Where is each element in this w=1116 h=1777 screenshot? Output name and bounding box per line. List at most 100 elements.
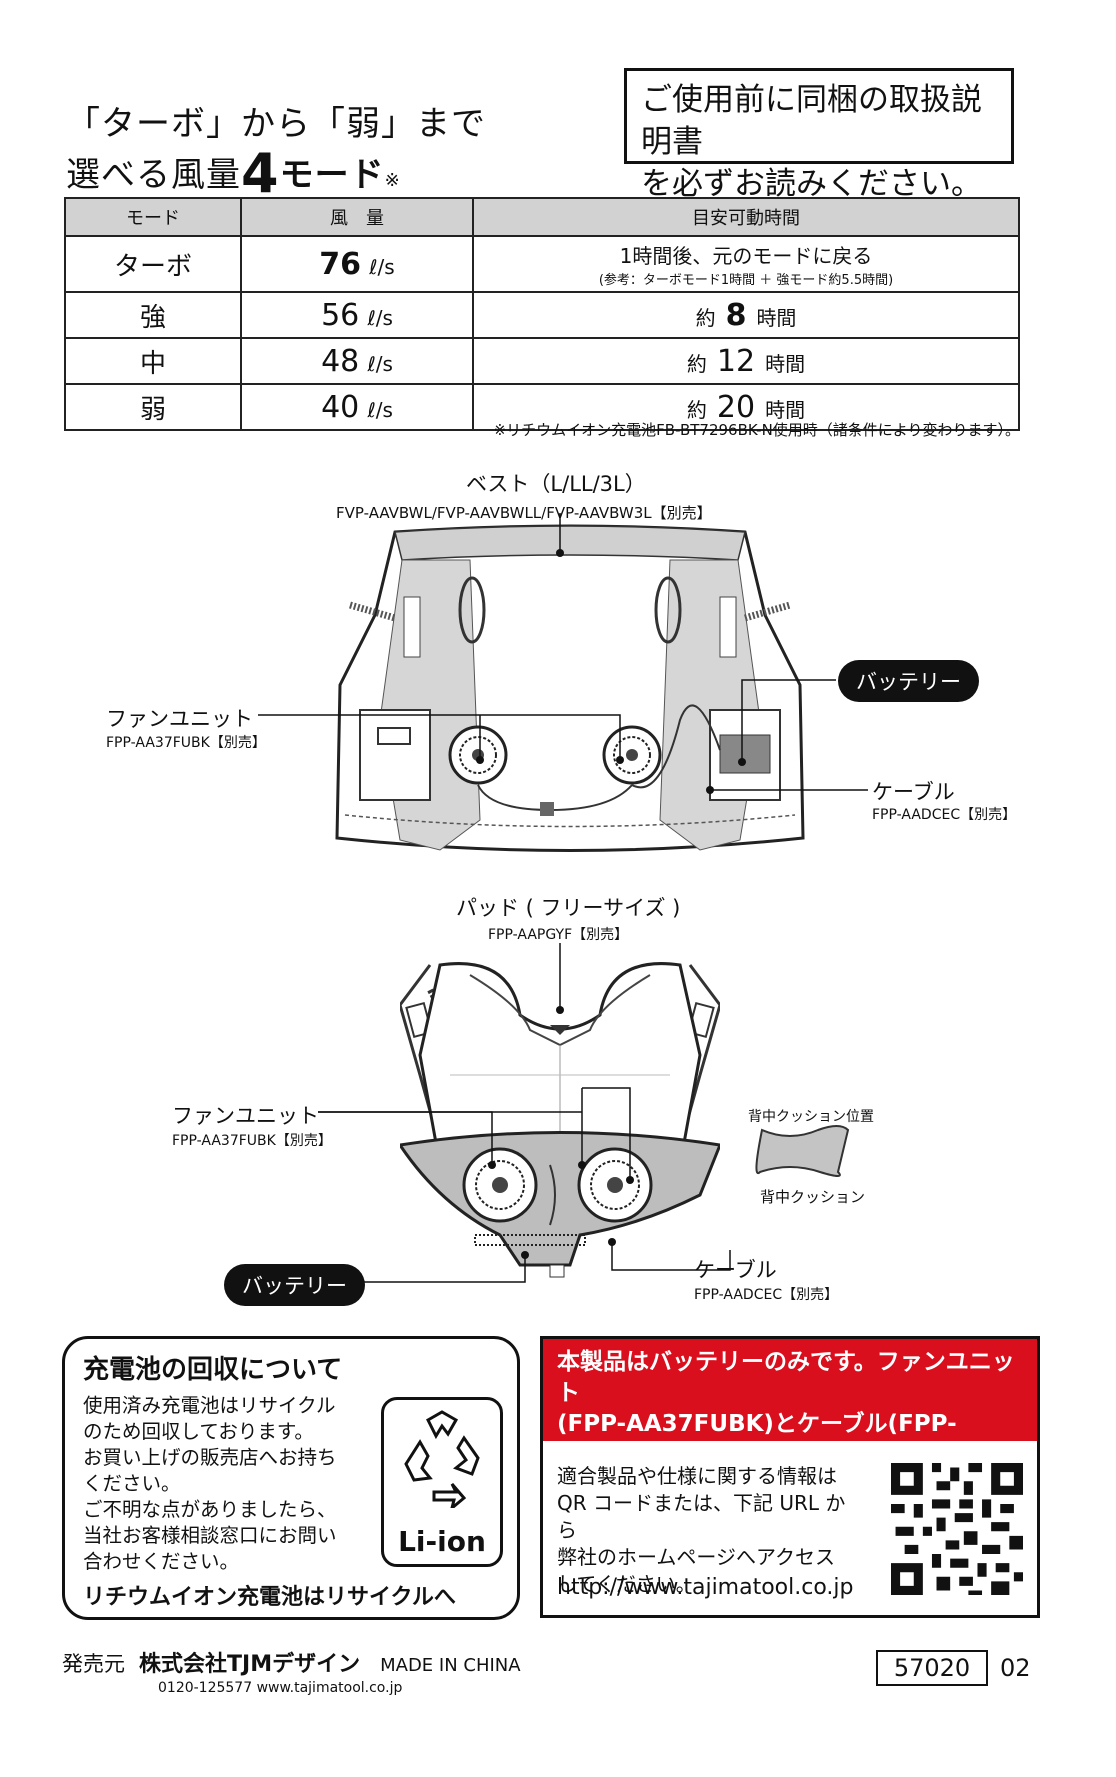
recycle-box: 充電池の回収について 使用済み充電池はリサイクル のため回収しております。 お買…: [62, 1336, 520, 1620]
vest-cable-label: ケーブル: [872, 780, 955, 804]
footer: 発売元株式会社TJMデザイン MADE IN CHINA: [62, 1646, 521, 1678]
vest-battery-label: バッテリー: [838, 660, 979, 702]
mode-cell: 強: [64, 291, 242, 339]
approx: 約: [695, 305, 716, 330]
li-ion-text: Li-ion: [398, 1525, 486, 1558]
time-cell: 約 12 時間: [472, 337, 1020, 385]
pad-illustration: [400, 962, 720, 1278]
header-time: 目安可動時間: [472, 197, 1020, 237]
heading-mode-word: モード: [279, 155, 385, 195]
hours-value: 12: [716, 343, 756, 379]
flow-unit: ℓ/s: [369, 254, 395, 279]
product-code-suffix: 02: [1000, 1654, 1031, 1682]
cushion-label: 背中クッション: [760, 1188, 866, 1206]
notice-line1: ご使用前に同梱の取扱説明書: [641, 82, 982, 160]
qr-code-icon[interactable]: [891, 1463, 1023, 1595]
hours-unit: 時間: [756, 305, 797, 330]
mode-cell: ターボ: [64, 235, 242, 293]
heading-line1: 「ターボ」から「弱」まで: [66, 104, 486, 144]
hours-value: 20: [716, 389, 756, 425]
li-ion-badge: Li-ion: [381, 1397, 503, 1567]
heading-note-mark: ※: [384, 170, 401, 191]
recycle-title: 充電池の回収について: [83, 1355, 343, 1385]
approx: 約: [686, 397, 707, 422]
time-cell: 1時間後、元のモードに戻る (参考：ターボモード1時間 ＋ 強モード約5.5時間…: [472, 235, 1020, 293]
recycle-line: お買い上げの販売店へお持ち: [83, 1446, 337, 1469]
pad-battery-label: バッテリー: [224, 1264, 365, 1306]
table-row: 弱 40 ℓ/s 約 20 時間: [64, 383, 1020, 431]
info-line: QR コードまたは、下記 URL から: [557, 1491, 846, 1542]
info-line: 弊社のホームページへアクセス: [557, 1545, 835, 1569]
pad-fan-label: ファンユニット: [172, 1104, 319, 1128]
recycle-footer: リチウムイオン充電池はリサイクルへ: [83, 1585, 456, 1610]
info-box: 本製品はバッテリーのみです。ファンユニット (FPP-AA37FUBK)とケーブ…: [540, 1336, 1040, 1618]
company-name: 株式会社TJMデザイン: [139, 1652, 361, 1677]
cushion-position-label: 背中クッション位置: [748, 1109, 874, 1125]
pad-cable-label: ケーブル: [694, 1258, 777, 1282]
flow-cell: 56 ℓ/s: [240, 291, 474, 339]
recycle-line: 当社お客様相談窓口にお問い: [83, 1524, 337, 1547]
vest-models: FVP-AAVBWL/FVP-AAVBWLL/FVP-AAVBW3L【別売】: [336, 504, 712, 522]
vest-fan-model: FPP-AA37FUBK【別売】: [106, 735, 266, 751]
pad-fan-model: FPP-AA37FUBK【別売】: [172, 1133, 332, 1149]
heading-prefix: 選べる風量: [66, 155, 241, 195]
mode-cell: 弱: [64, 383, 242, 431]
recycle-line: 合わせください。: [83, 1550, 240, 1573]
flow-unit: ℓ/s: [367, 305, 393, 330]
flow-unit: ℓ/s: [367, 351, 393, 376]
info-line: 適合製品や仕様に関する情報は: [557, 1464, 837, 1488]
recycle-line: ご不明な点がありましたら、: [83, 1498, 337, 1521]
flow-value: 40: [321, 389, 360, 425]
notice-red-line: 本製品はバッテリーのみです。ファンユニット: [557, 1349, 1015, 1406]
pad-title: パッド ( フリーサイズ ): [456, 896, 681, 920]
vest-title: ベスト（L/LL/3L）: [466, 472, 646, 496]
flow-unit: ℓ/s: [367, 397, 393, 422]
notice-red-line: (FPP-AA37FUBK)とケーブル(FPP-: [557, 1411, 957, 1437]
table-footnote: ※リチウムイオン充電池FB-BT7296BK-N使用時（諸条件により変わります）…: [493, 421, 1020, 439]
flow-cell: 40 ℓ/s: [240, 383, 474, 431]
made-in: MADE IN CHINA: [380, 1655, 521, 1676]
heading-mode-count: 4: [241, 142, 280, 205]
mode-table: モード 風 量 目安可動時間 ターボ 76 ℓ/s 1時間後、元のモードに戻る …: [64, 197, 1020, 431]
header-flow: 風 量: [240, 197, 474, 237]
battery-only-notice: 本製品はバッテリーのみです。ファンユニット (FPP-AA37FUBK)とケーブ…: [543, 1339, 1037, 1468]
manual-notice: ご使用前に同梱の取扱説明書 を必ずお読みください。: [624, 68, 1014, 202]
hours-unit: 時間: [765, 351, 806, 376]
time-cell: 約 20 時間: [472, 383, 1020, 431]
heading-line2: 選べる風量4モード※: [66, 142, 401, 205]
flow-value: 56: [321, 297, 360, 333]
contact-info: 0120-125577 www.tajimatool.co.jp: [158, 1680, 403, 1696]
recycle-line: 使用済み充電池はリサイクル: [83, 1394, 336, 1417]
hours-unit: 時間: [765, 397, 806, 422]
website-link[interactable]: http://www.tajimatool.co.jp: [557, 1575, 854, 1600]
flow-value: 48: [321, 343, 360, 379]
time-sub: (参考：ターボモード1時間 ＋ 強モード約5.5時間): [598, 273, 894, 288]
table-row: ターボ 76 ℓ/s 1時間後、元のモードに戻る (参考：ターボモード1時間 ＋…: [64, 235, 1020, 293]
recycle-icon: [404, 1410, 480, 1508]
approx: 約: [686, 351, 707, 376]
info-line: してください。: [557, 1572, 696, 1596]
pad-cable-model: FPP-AADCEC【別売】: [694, 1287, 839, 1303]
mode-cell: 中: [64, 337, 242, 385]
recycle-line: ください。: [83, 1472, 181, 1495]
seller-label: 発売元: [62, 1652, 125, 1676]
time-main: 1時間後、元のモードに戻る: [619, 244, 873, 268]
vest-illustration: [335, 524, 805, 852]
info-body: 適合製品や仕様に関する情報は QR コードまたは、下記 URL から 弊社のホー…: [557, 1463, 857, 1598]
header-mode: モード: [64, 197, 242, 237]
table-header: モード 風 量 目安可動時間: [64, 197, 1020, 237]
pad-model: FPP-AAPGYF【別売】: [488, 927, 629, 943]
recycle-line: のため回収しております。: [83, 1420, 314, 1443]
product-code: 57020: [876, 1650, 988, 1686]
table-row: 中 48 ℓ/s 約 12 時間: [64, 337, 1020, 385]
hours-value: 8: [725, 297, 747, 333]
vest-cable-model: FPP-AADCEC【別売】: [872, 807, 1017, 823]
flow-cell: 48 ℓ/s: [240, 337, 474, 385]
notice-line2: を必ずお読みください。: [641, 166, 982, 202]
flow-value: 76: [319, 246, 362, 282]
flow-cell: 76 ℓ/s: [240, 235, 474, 293]
